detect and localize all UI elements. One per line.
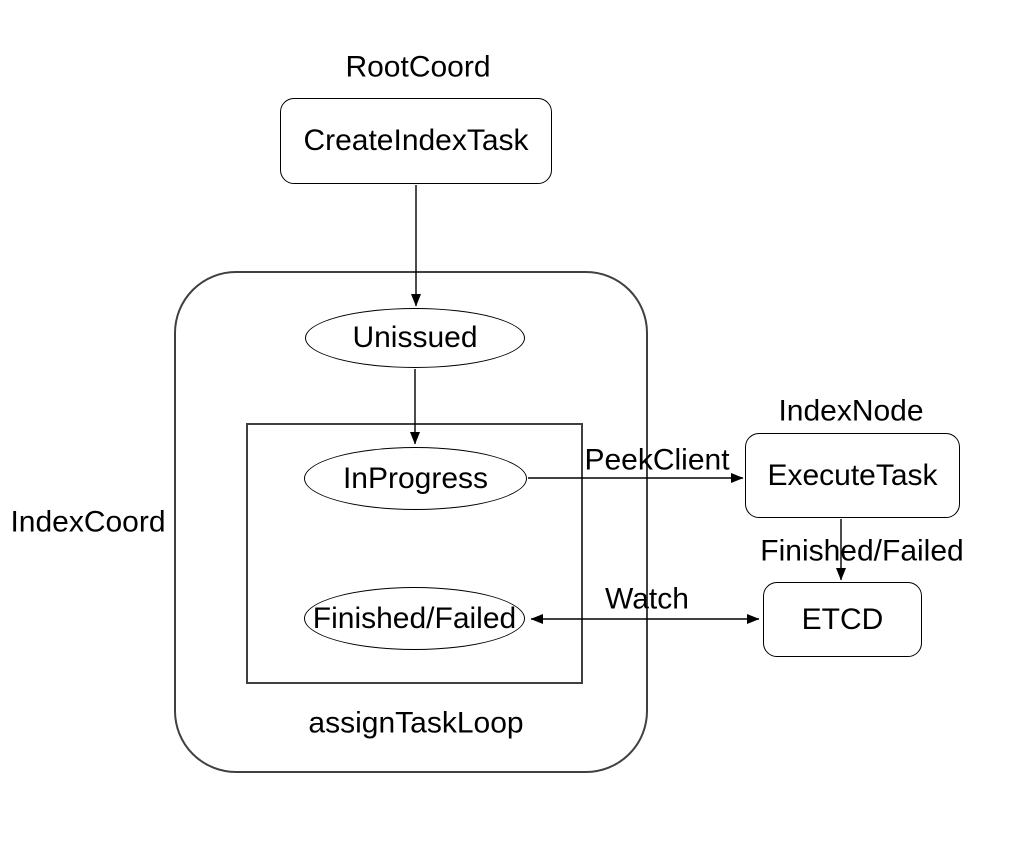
node-create-index-task-label: CreateIndexTask [303,124,529,157]
peek-client-edge-label: PeekClient [584,443,730,477]
node-execute-task: ExecuteTask [745,433,960,518]
node-etcd-label: ETCD [801,602,884,636]
node-in-progress: InProgress [304,447,527,510]
node-finished-failed: Finished/Failed [304,587,525,650]
finished-failed-edge-label: Finished/Failed [760,534,964,568]
node-execute-task-label: ExecuteTask [767,458,938,492]
index-coord-container [174,271,648,773]
root-coord-label: RootCoord [345,50,491,84]
node-unissued: Unissued [305,308,525,368]
node-unissued-label: Unissued [352,321,478,354]
node-finished-failed-label: Finished/Failed [312,601,517,635]
watch-edge-label: Watch [605,582,689,616]
assign-task-loop-label: assignTaskLoop [308,706,524,740]
node-in-progress-label: InProgress [342,461,489,495]
index-node-label: IndexNode [778,394,924,428]
node-etcd: ETCD [763,582,922,657]
node-create-index-task: CreateIndexTask [280,98,552,184]
index-coord-label: IndexCoord [10,505,166,539]
